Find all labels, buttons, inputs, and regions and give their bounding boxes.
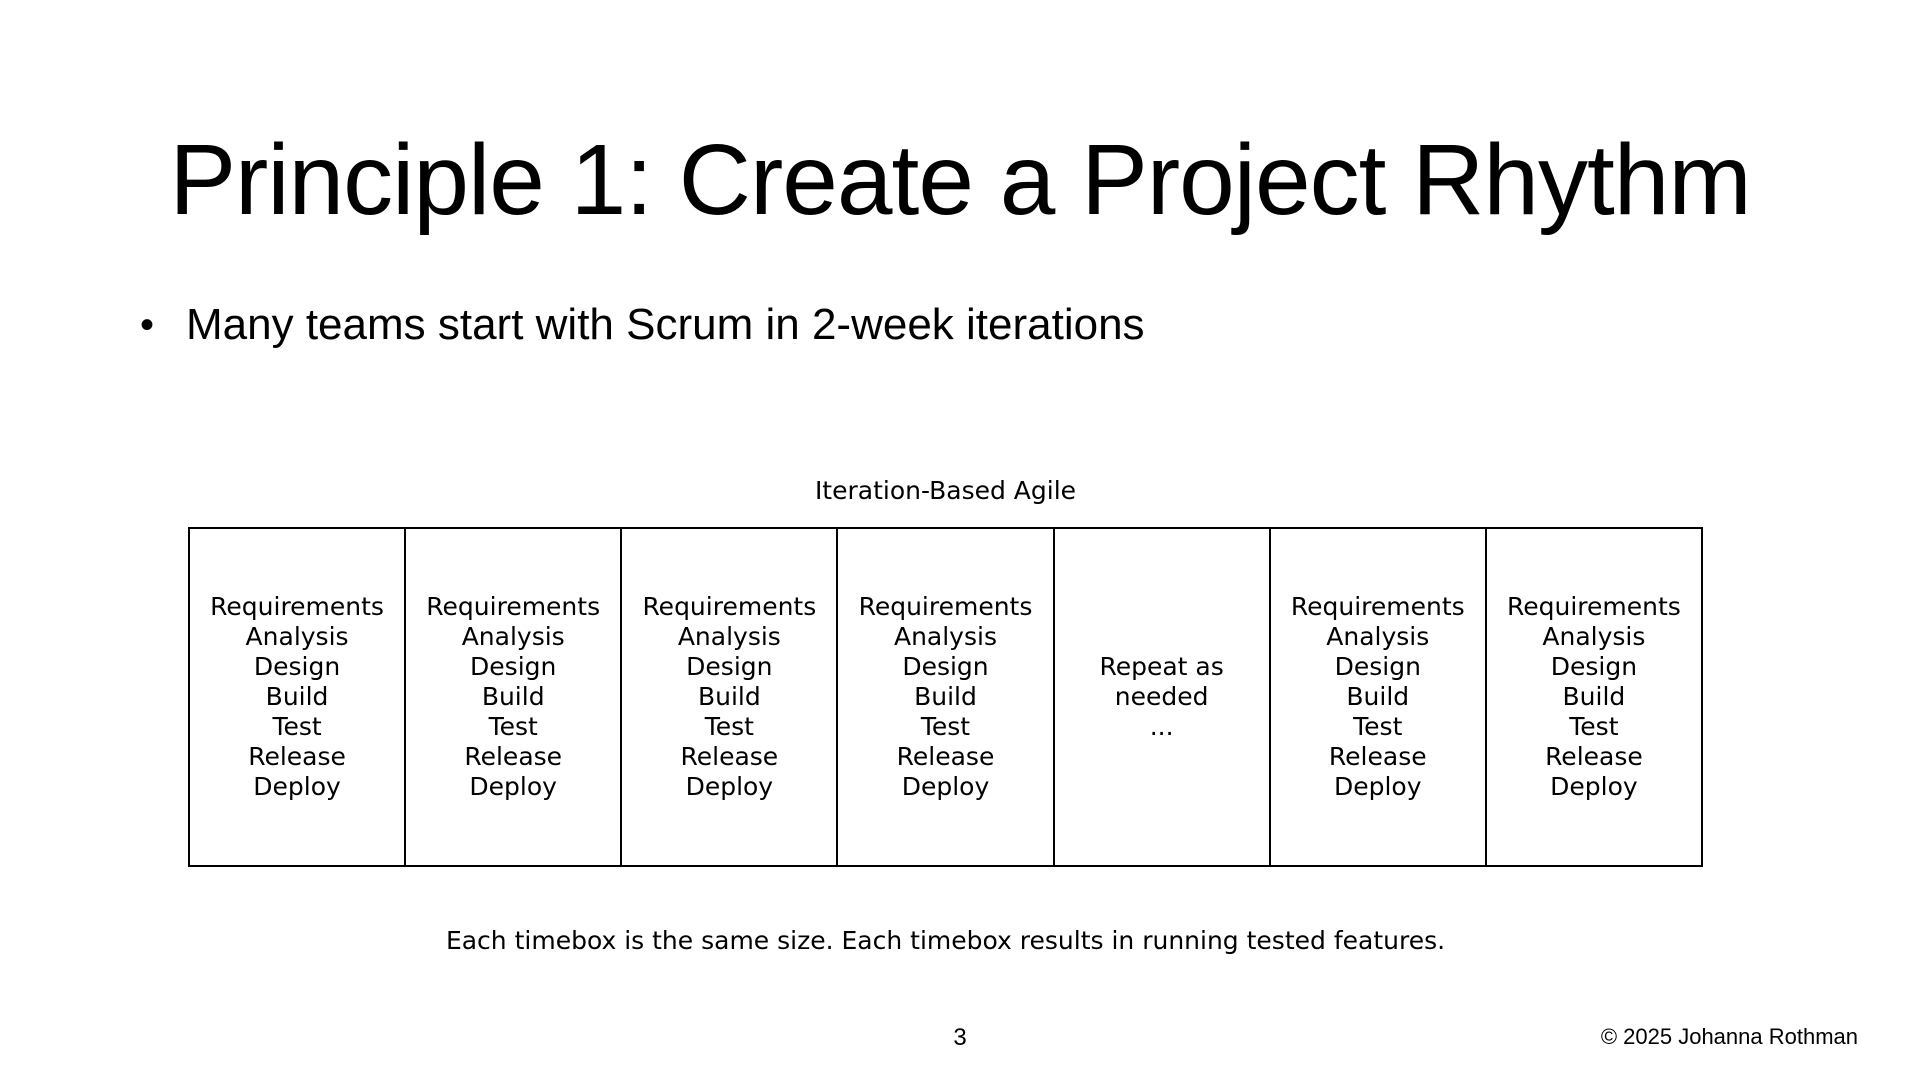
timebox-line: Deploy [685,772,774,801]
timebox-line: Build [1562,682,1626,711]
timebox-line: Test [272,712,322,741]
timebox-line: Analysis [893,622,997,651]
timebox-line: Design [470,652,557,681]
timebox-line: needed [1114,682,1209,711]
diagram-title: Iteration-Based Agile [814,476,1077,505]
timebox-line: Deploy [253,772,341,801]
timebox-line: Requirements [858,592,1033,621]
timebox-line: Release [464,742,563,771]
timebox-line: Analysis [461,622,565,651]
timebox-line: Test [1569,712,1619,741]
timebox-line: Deploy [1333,772,1422,801]
timebox-line: Release [680,742,779,771]
timebox-line: Design [1550,652,1638,681]
timebox-line: Build [1346,682,1410,711]
timebox-line: Release [896,742,995,771]
bullet-text: Many teams start with Scrum in 2-week it… [186,300,1145,349]
timebox-line: Requirements [426,592,601,621]
timebox-line: Test [920,712,971,741]
timebox-line: Design [253,652,341,681]
timebox-line: Requirements [210,592,384,621]
timebox-line: Deploy [901,772,990,801]
timebox-line: Build [697,682,761,711]
timebox-line: Requirements [1507,592,1681,621]
timebox-line: Analysis [1326,622,1430,651]
timebox-line: Build [914,682,977,711]
diagram-caption: Each timebox is the same size. Each time… [445,926,1446,955]
timebox-line: Analysis [677,622,781,651]
timebox-line: Repeat as [1099,652,1224,681]
timebox-line: Release [248,742,346,771]
copyright-notice: © 2025 Johanna Rothman [1600,1024,1858,1049]
timebox-line: Requirements [642,592,817,621]
timebox-line: Test [1353,712,1403,741]
timebox-line: Build [265,682,329,711]
timebox-line: Requirements [1290,592,1465,621]
timebox-line: Test [488,712,538,741]
timebox-line: Build [481,682,545,711]
timebox-line: Deploy [1550,772,1638,801]
slide-title: Principle 1: Create a Project Rhythm [169,124,1751,236]
page-number: 3 [953,1024,967,1051]
timebox-line: Design [686,652,773,681]
timebox-line: ... [1149,712,1174,741]
timebox-line: Analysis [245,622,349,651]
timebox-line: Release [1328,742,1427,771]
timebox-line: Deploy [469,772,557,801]
bullet-item: • Many teams start with Scrum in 2-week … [140,300,1145,351]
timebox-line: Analysis [1542,622,1646,651]
timebox-line: Design [1334,652,1421,681]
timebox-line: Test [704,712,754,741]
timebox-line: Design [902,652,989,681]
bullet-marker: • [140,303,155,347]
timebox-line: Release [1545,742,1643,771]
